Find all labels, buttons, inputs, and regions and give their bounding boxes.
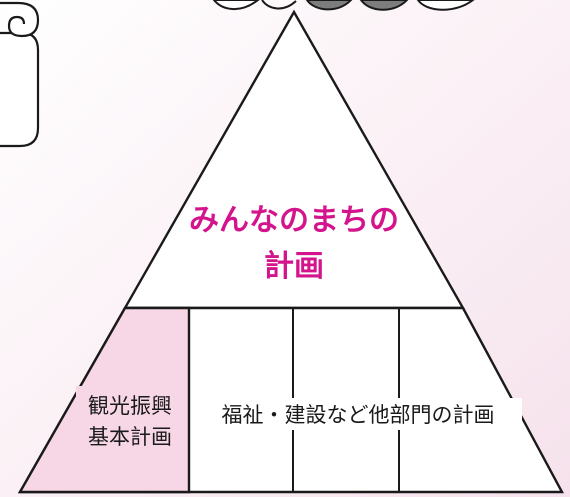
top-shape-dark-1 [305,0,353,11]
top-shape-mid-left [261,0,297,10]
top-shape-dark-2 [359,0,409,11]
top-shape-right [416,0,475,11]
top-shape-left [212,0,260,10]
scroll-body [0,31,40,148]
tourism-plan-line1: 観光振興 [88,394,172,418]
scroll-shape [0,1,40,148]
scroll-curl [0,1,40,38]
apex-label-line1: みんなのまちの [189,203,399,238]
tourism-plan-line2: 基本計画 [88,425,172,449]
top-decorations [212,0,475,11]
apex-label-line2: 計画 [264,249,324,284]
tourism-label-bg [76,386,184,454]
other-plans-label: 福祉・建設など他部門の計画 [222,403,495,427]
other-plans-label-bg [192,398,522,430]
